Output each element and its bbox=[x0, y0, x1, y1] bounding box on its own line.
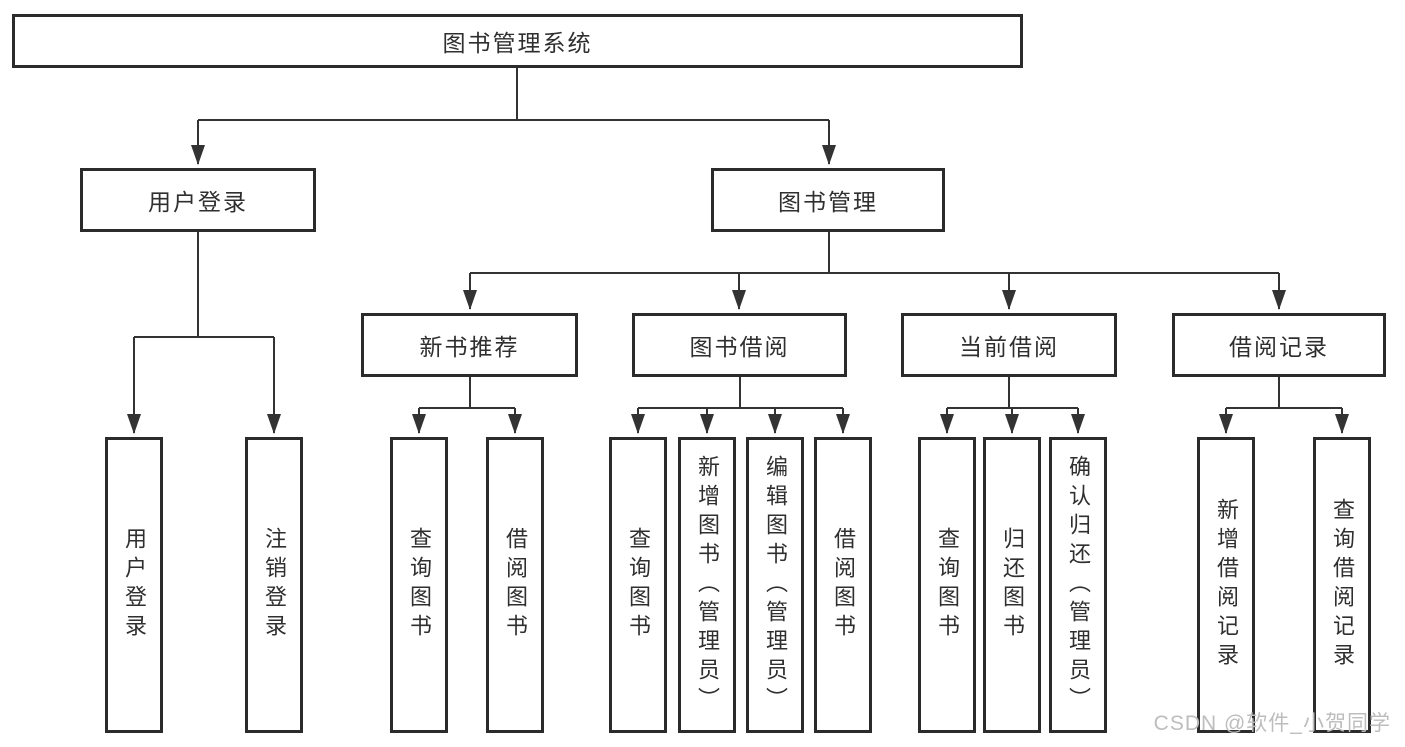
node-borrowing-records: 借阅记录 bbox=[1172, 313, 1386, 377]
node-label: 当前借阅 bbox=[959, 334, 1059, 360]
node-label: 借阅图书 bbox=[503, 527, 528, 643]
leaf-edit-books-admin: 编辑图书（管理员） bbox=[746, 437, 804, 733]
node-library-management-system: 图书管理系统 bbox=[12, 14, 1023, 68]
node-label: 确认归还（管理员） bbox=[1066, 454, 1091, 716]
node-label: 用户登录 bbox=[122, 527, 147, 643]
node-label: 注销登录 bbox=[262, 527, 287, 643]
node-label: 新书推荐 bbox=[419, 334, 520, 360]
node-label: 查询图书 bbox=[935, 527, 960, 643]
node-book-borrowing: 图书借阅 bbox=[632, 313, 847, 377]
node-label: 用户登录 bbox=[148, 189, 248, 215]
node-label: 编辑图书（管理员） bbox=[763, 454, 788, 716]
leaf-borrow-books-borrowing: 借阅图书 bbox=[814, 437, 872, 733]
leaf-query-borrow-record: 查询借阅记录 bbox=[1313, 437, 1371, 733]
leaf-user-login: 用户登录 bbox=[105, 437, 163, 733]
node-label: 新增借阅记录 bbox=[1214, 498, 1239, 672]
node-label: 新增图书（管理员） bbox=[695, 454, 720, 716]
node-label: 借阅记录 bbox=[1229, 334, 1329, 360]
node-label: 查询借阅记录 bbox=[1330, 498, 1355, 672]
node-user-login: 用户登录 bbox=[80, 168, 316, 232]
node-label: 借阅图书 bbox=[831, 527, 856, 643]
node-book-management: 图书管理 bbox=[711, 168, 945, 232]
node-label: 归还图书 bbox=[1000, 527, 1025, 643]
leaf-add-books-admin: 新增图书（管理员） bbox=[678, 437, 736, 733]
node-label: 图书管理系统 bbox=[442, 30, 593, 56]
leaf-borrow-books-recommendation: 借阅图书 bbox=[486, 437, 544, 733]
node-current-borrowing: 当前借阅 bbox=[901, 313, 1117, 377]
leaf-add-borrow-record: 新增借阅记录 bbox=[1197, 437, 1255, 733]
node-label: 图书管理 bbox=[778, 189, 878, 215]
leaf-query-books-recommendation: 查询图书 bbox=[390, 437, 448, 733]
node-label: 图书借阅 bbox=[689, 334, 790, 360]
leaf-confirm-return-admin: 确认归还（管理员） bbox=[1049, 437, 1107, 733]
node-label: 查询图书 bbox=[407, 527, 432, 643]
leaf-query-books-borrowing: 查询图书 bbox=[609, 437, 667, 733]
leaf-return-books: 归还图书 bbox=[983, 437, 1041, 733]
node-new-book-recommendation: 新书推荐 bbox=[361, 313, 578, 377]
csdn-watermark: CSDN @软件_小贺同学 bbox=[1153, 712, 1391, 735]
leaf-query-books-current: 查询图书 bbox=[918, 437, 976, 733]
leaf-logout-login: 注销登录 bbox=[245, 437, 303, 733]
node-label: 查询图书 bbox=[626, 527, 651, 643]
